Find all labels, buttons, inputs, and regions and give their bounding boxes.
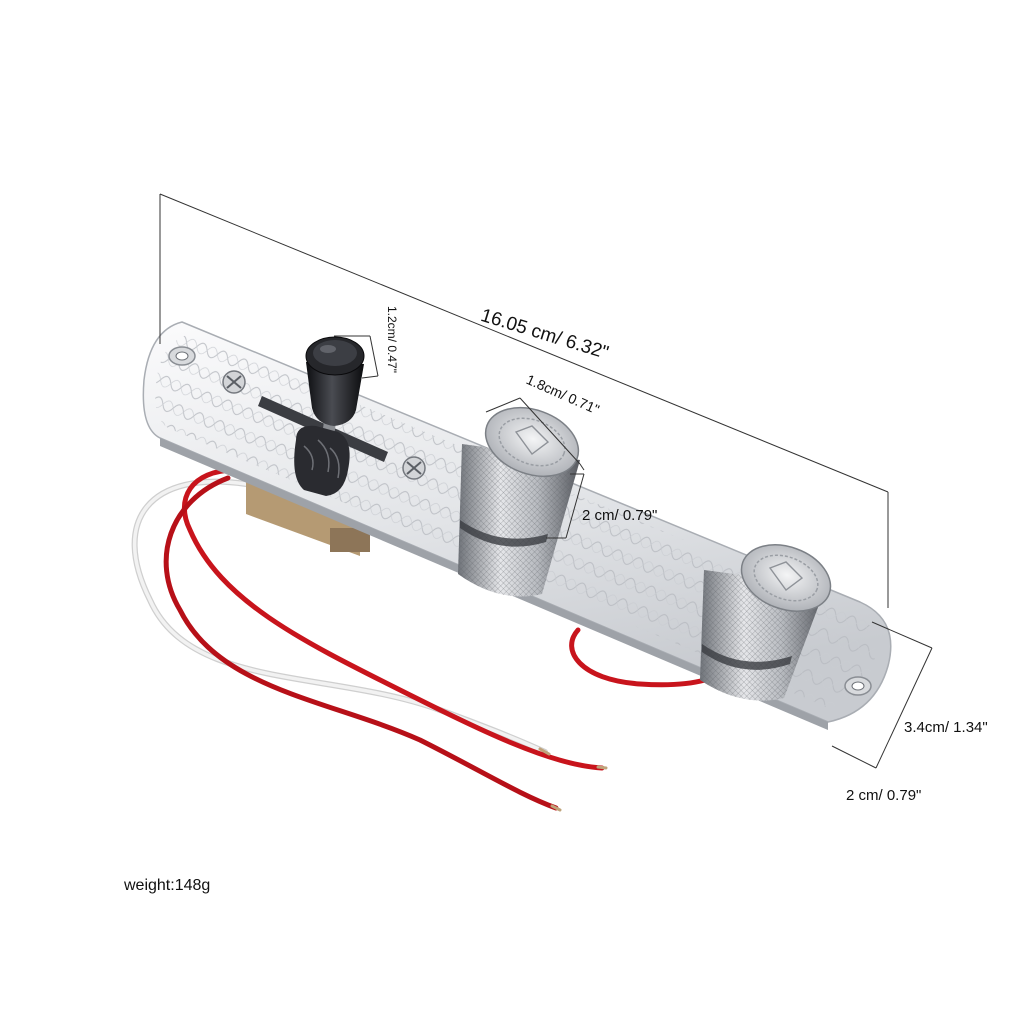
selector-switch: [258, 336, 388, 496]
red-wire-back: [569, 627, 708, 688]
weight-label: weight:148g: [124, 877, 211, 894]
screw-left: [222, 370, 246, 394]
mounting-hole-left: [168, 346, 196, 366]
red-wire-lower: [163, 475, 559, 811]
tone-knob: [700, 544, 832, 701]
plate-width-dimension-label: 3.4cm/ 1.34": [904, 719, 988, 736]
wires: [131, 467, 708, 812]
dimension-lines: [159, 193, 933, 769]
knob-height-dimension-label: 2 cm/ 0.79": [582, 507, 658, 524]
mounting-hole-right: [844, 676, 872, 696]
plate-depth-dimension-label: 2 cm/ 0.79": [846, 787, 922, 804]
red-wire-upper: [181, 467, 605, 771]
switch-height-dimension-label: 1.2cm/ 0.47": [385, 306, 399, 373]
screw-right: [402, 456, 426, 480]
volume-knob: [458, 406, 580, 597]
